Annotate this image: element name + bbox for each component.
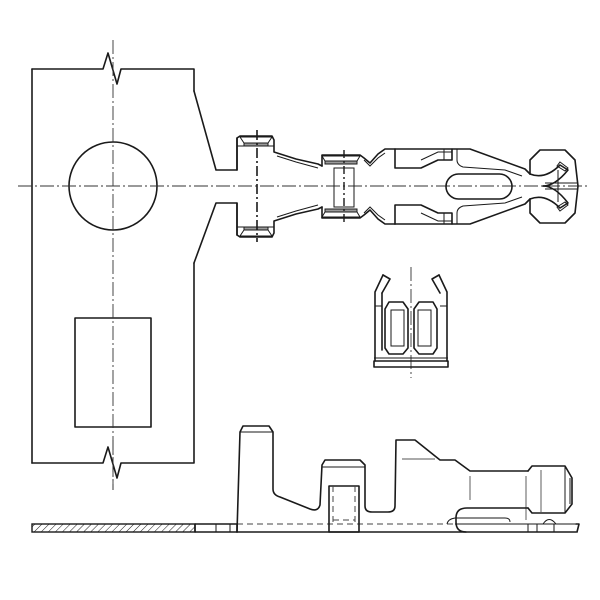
contact-box-side <box>446 465 580 533</box>
contact-section-top <box>394 148 531 225</box>
side-view <box>31 425 580 533</box>
wire-crimp-top <box>321 148 396 225</box>
carrier-strip <box>31 40 238 490</box>
contact-slot <box>445 173 513 200</box>
insulation-crimp-top <box>236 130 323 242</box>
end-view <box>373 267 449 378</box>
contact-tip-top <box>529 149 579 224</box>
carrier-strip-section <box>31 523 196 533</box>
top-view <box>18 40 588 490</box>
